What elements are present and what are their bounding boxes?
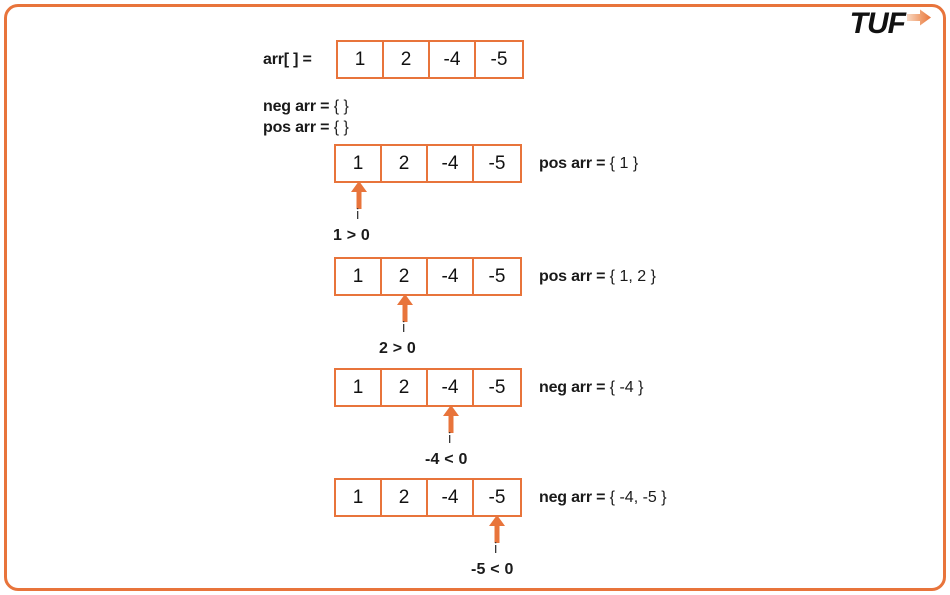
array-initial-cell-2: -4	[430, 42, 476, 77]
init-neg-arr-value: { }	[333, 98, 349, 115]
result-step-3: neg arr = { -4 }	[539, 379, 643, 397]
init-pos-arr-key: pos arr =	[263, 119, 330, 136]
result-value-step-3: { -4 }	[605, 379, 644, 396]
array-step-4-cell-1: 2	[382, 480, 428, 515]
result-key-step-3: neg arr =	[539, 379, 606, 396]
result-key-step-2: pos arr =	[539, 268, 606, 285]
pointer-label-step-3: i	[448, 430, 452, 447]
array-initial-cell-1: 2	[384, 42, 430, 77]
result-value-step-1: { 1 }	[605, 155, 639, 172]
result-value-step-4: { -4, -5 }	[605, 489, 667, 506]
array-step-2-cell-2: -4	[428, 259, 474, 294]
pointer-arrow-step-4	[488, 515, 506, 543]
condition-step-4: -5 < 0	[471, 561, 514, 578]
array-step-3-cell-1: 2	[382, 370, 428, 405]
init-pos-arr: pos arr = { }	[263, 119, 349, 137]
tuf-logo: TUF	[850, 9, 932, 39]
array-step-1-cell-0: 1	[336, 146, 382, 181]
condition-step-2: 2 > 0	[379, 340, 417, 357]
pointer-arrow-step-3	[442, 405, 460, 433]
array-step-3-cell-3: -5	[474, 370, 520, 405]
pointer-label-step-1: i	[356, 206, 360, 223]
array-step-4-cell-3: -5	[474, 480, 520, 515]
pointer-label-step-2: i	[402, 319, 406, 336]
array-step-1-cell-3: -5	[474, 146, 520, 181]
init-pos-arr-value: { }	[333, 119, 349, 136]
array-step-3-cell-0: 1	[336, 370, 382, 405]
result-step-1: pos arr = { 1 }	[539, 155, 638, 173]
pointer-label-step-4: i	[494, 540, 498, 557]
array-initial-cell-0: 1	[338, 42, 384, 77]
pointer-arrow-step-1	[350, 181, 368, 209]
init-neg-arr-key: neg arr =	[263, 98, 330, 115]
array-step-3-cell-2: -4	[428, 370, 474, 405]
condition-step-1: 1 > 0	[333, 227, 371, 244]
array-step-4-cell-2: -4	[428, 480, 474, 515]
arrow-right-icon	[906, 9, 932, 32]
array-step-1-cell-1: 2	[382, 146, 428, 181]
init-neg-arr: neg arr = { }	[263, 98, 349, 116]
array-step-2-cell-0: 1	[336, 259, 382, 294]
result-key-step-1: pos arr =	[539, 155, 606, 172]
result-value-step-2: { 1, 2 }	[605, 268, 656, 285]
array-initial-cell-3: -5	[476, 42, 522, 77]
array-step-2-cell-3: -5	[474, 259, 520, 294]
pointer-arrow-step-2	[396, 294, 414, 322]
logo-text: TUF	[849, 7, 906, 40]
arr-label: arr[ ] =	[263, 51, 312, 68]
array-step-2-cell-1: 2	[382, 259, 428, 294]
condition-step-3: -4 < 0	[425, 451, 468, 468]
result-key-step-4: neg arr =	[539, 489, 606, 506]
array-step-1-cell-2: -4	[428, 146, 474, 181]
array-step-4-cell-0: 1	[336, 480, 382, 515]
result-step-4: neg arr = { -4, -5 }	[539, 489, 667, 507]
result-step-2: pos arr = { 1, 2 }	[539, 268, 656, 286]
